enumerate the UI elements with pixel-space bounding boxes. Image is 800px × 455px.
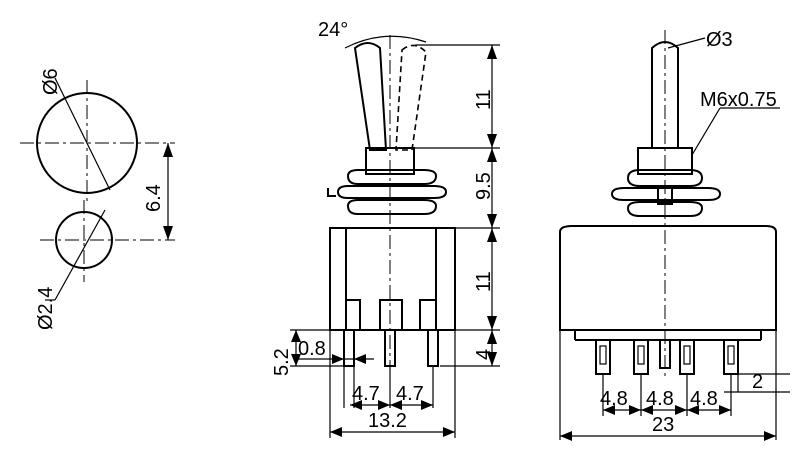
- side-terminal-left: [343, 329, 355, 367]
- thread-label: M6x0.75: [700, 89, 777, 111]
- front-body: [559, 225, 777, 331]
- front-terminals: [595, 339, 739, 375]
- terminal-width-label: 2: [752, 371, 763, 393]
- lever-diameter-label: Ø3: [706, 29, 733, 51]
- front-width-label: 23: [652, 414, 674, 436]
- hole-spacing-label: 6.4: [143, 184, 165, 212]
- terminal-offset-label: 5.2: [271, 348, 293, 376]
- terminal-thickness-label: 0.8: [298, 338, 326, 360]
- front-view: Ø3 M6x0.75 4.8 4.8 4.8 2 23: [559, 29, 790, 441]
- front-lever: [651, 41, 679, 149]
- side-width-label: 13.2: [368, 410, 407, 432]
- mounting-hole-view: Ø6 Ø2.4 6.4: [20, 68, 175, 330]
- pitch-c-label: 4.8: [690, 388, 718, 410]
- hole-large-label: Ø6: [40, 68, 62, 95]
- pitch-right-label: 4.7: [396, 383, 424, 405]
- body-height-label: 11: [473, 271, 495, 292]
- side-terminal-right: [427, 329, 439, 367]
- pitch-a-label: 4.8: [600, 388, 628, 410]
- lever-alternate-position: [395, 44, 427, 151]
- lever-solid: [353, 42, 388, 151]
- pitch-b-label: 4.8: [646, 388, 674, 410]
- lever-angle-label: 24°: [318, 19, 348, 41]
- bushing-height-label: 9.5: [473, 172, 495, 200]
- pitch-left-label: 4.7: [352, 383, 380, 405]
- lever-height-label: 11: [473, 89, 495, 110]
- hole-small-label: Ø2.4: [35, 287, 57, 330]
- terminal-length-label: 4: [473, 349, 495, 360]
- side-view: 24° 11 9.5 11 4 5.2 0.8 4.7 4.7 13.2: [271, 19, 500, 438]
